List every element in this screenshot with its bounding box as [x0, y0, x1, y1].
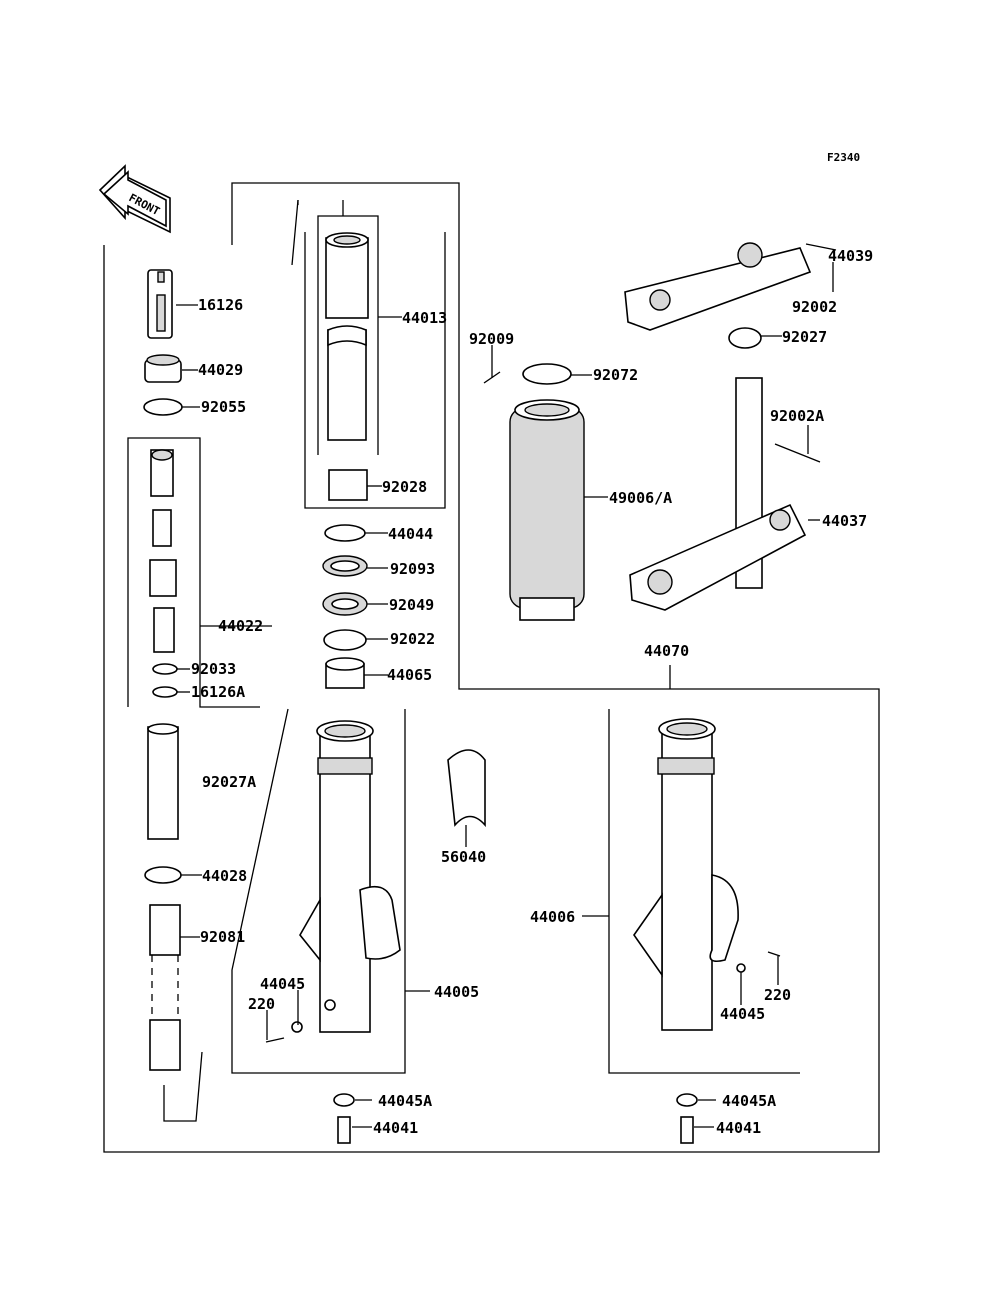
- callout-44039: 44039: [828, 247, 873, 265]
- callout-92028: 92028: [382, 478, 427, 496]
- callout-44013: 44013: [402, 309, 447, 327]
- callout-labels: 16126 44029 92055 44022 92033 16126A 920…: [191, 247, 873, 1137]
- upper-bracket: [624, 242, 812, 331]
- callout-16126A: 16126A: [191, 683, 245, 701]
- callout-44045-right: 44045: [720, 1005, 765, 1023]
- callout-44029: 44029: [198, 361, 243, 379]
- callout-16126: 16126: [198, 296, 243, 314]
- guard-56040-shape: [447, 749, 486, 828]
- callout-92002: 92002: [792, 298, 837, 316]
- left-damper-parts: [143, 269, 203, 1122]
- drain-bolts: [333, 1093, 698, 1144]
- right-bolts: [736, 951, 781, 973]
- callout-92093: 92093: [390, 560, 435, 578]
- callout-92022: 92022: [390, 630, 435, 648]
- callout-220-right: 220: [764, 986, 791, 1004]
- callout-44045A-right: 44045A: [722, 1092, 776, 1110]
- callout-92049: 92049: [389, 596, 434, 614]
- callout-44037: 44037: [822, 512, 867, 530]
- callout-44044: 44044: [388, 525, 433, 543]
- callout-56040: 56040: [441, 848, 486, 866]
- leader-lines: [176, 262, 834, 1128]
- seal-stack: [322, 524, 368, 689]
- callout-92027: 92027: [782, 328, 827, 346]
- callout-44006: 44006: [530, 908, 575, 926]
- inner-tube-44013: [325, 232, 369, 441]
- diagram-code: F2340: [827, 151, 860, 164]
- clamp-92072-shape: [522, 363, 572, 385]
- callout-92002A: 92002A: [770, 407, 824, 425]
- callout-49006A: 49006/A: [609, 489, 672, 507]
- callout-44005: 44005: [434, 983, 479, 1001]
- bolt-92002A-shape: [774, 443, 821, 463]
- callout-92027A: 92027A: [202, 773, 256, 791]
- callout-44041-left: 44041: [373, 1119, 418, 1137]
- steering-stem: [629, 377, 807, 611]
- left-bolts: [265, 999, 336, 1043]
- part-92027-shape: [728, 327, 762, 349]
- right-outer-tube: [633, 718, 739, 1031]
- group-frames: [103, 182, 880, 1153]
- bolt-92002-shape: [805, 243, 837, 251]
- callout-44045A-left: 44045A: [378, 1092, 432, 1110]
- left-outer-tube: [299, 720, 401, 1033]
- callout-44070: 44070: [644, 642, 689, 660]
- callout-44041-right: 44041: [716, 1119, 761, 1137]
- callout-44028: 44028: [202, 867, 247, 885]
- inner-tube-bracket: [317, 200, 379, 455]
- callout-92055: 92055: [201, 398, 246, 416]
- part-92028-shape: [328, 469, 368, 501]
- callout-92081: 92081: [200, 928, 245, 946]
- callout-44022: 44022: [218, 617, 263, 635]
- callout-220-left: 220: [248, 995, 275, 1013]
- front-arrow-icon: FRONT: [98, 164, 171, 234]
- callout-44045-left: 44045: [260, 975, 305, 993]
- callout-92072: 92072: [593, 366, 638, 384]
- callout-44065: 44065: [387, 666, 432, 684]
- callout-92009: 92009: [469, 330, 514, 348]
- callout-92033: 92033: [191, 660, 236, 678]
- dust-boot: [509, 399, 585, 621]
